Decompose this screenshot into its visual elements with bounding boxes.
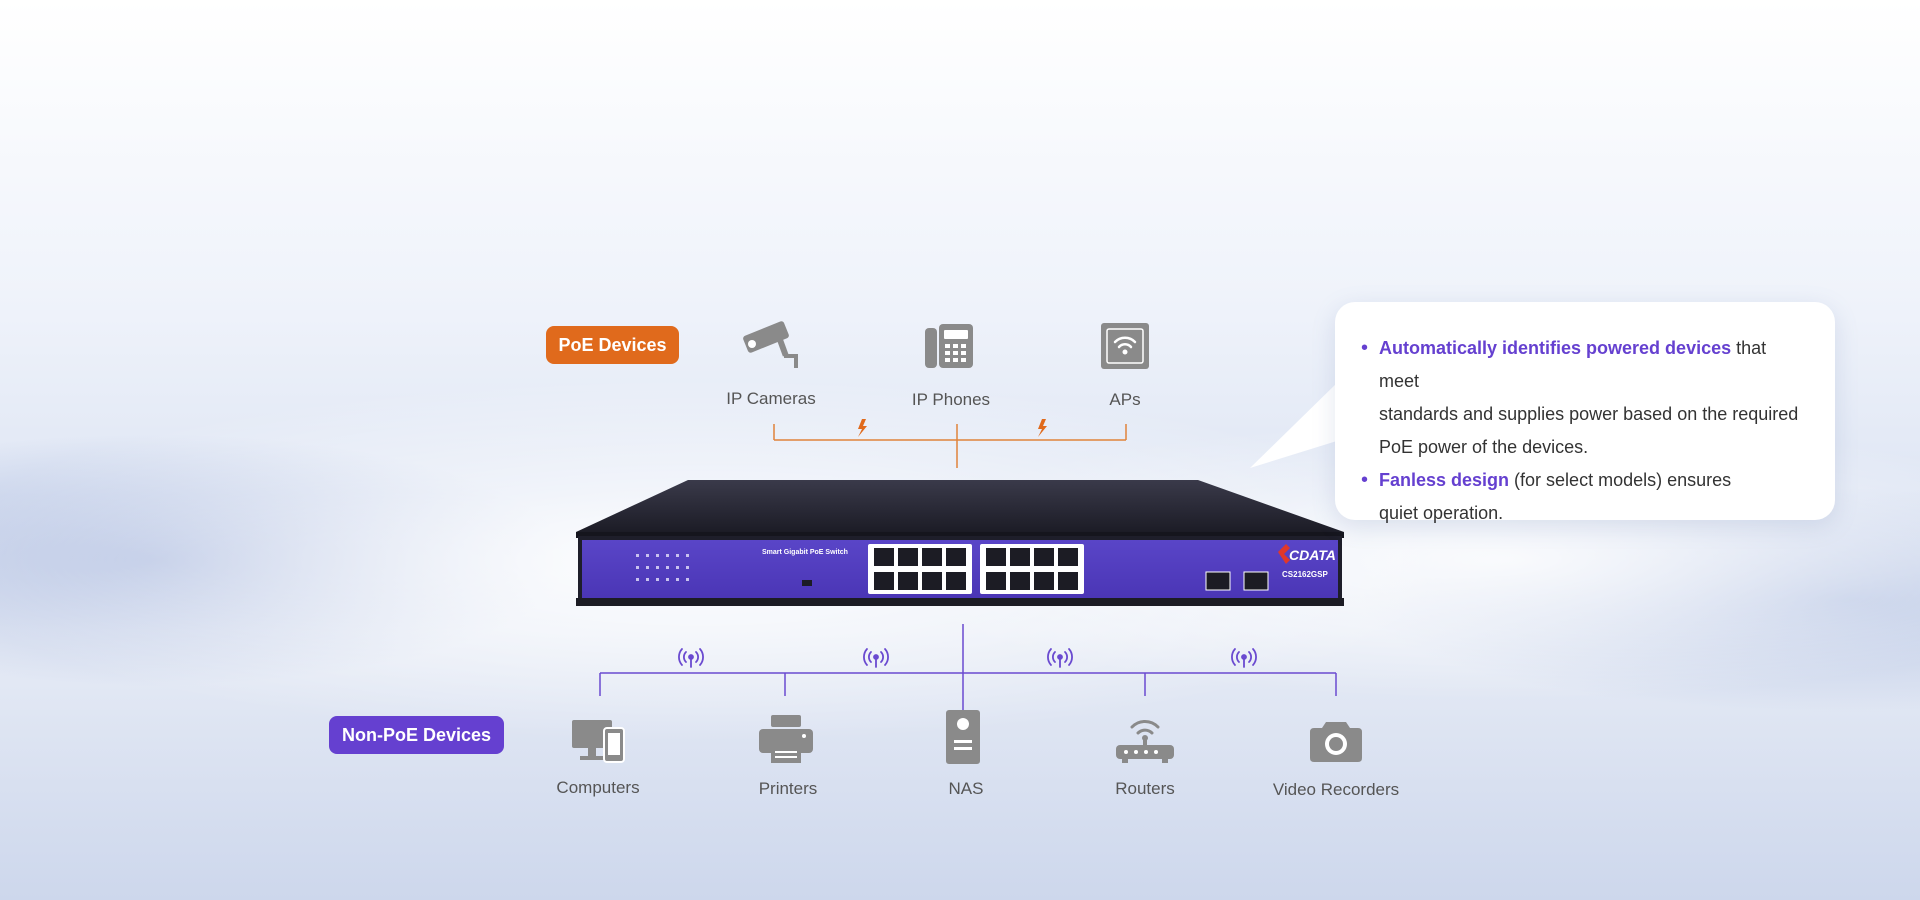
wireless-signal-icon (1047, 648, 1073, 668)
device-label-routers: Routers (1115, 779, 1175, 798)
power-bolt-icon (858, 419, 867, 437)
wireless-signal-icon (863, 648, 889, 668)
wireless-signal-icon (678, 648, 704, 668)
device-label-printers: Printers (758, 779, 818, 798)
nas-icon (946, 710, 980, 764)
poe-switch-device: Smart Gigabit PoE Switch CDATA CS2162GSP (576, 480, 1344, 606)
cdata-logo-icon (1278, 544, 1290, 564)
wifi-access-point-icon (1101, 323, 1149, 369)
computer-phone-icon (572, 720, 625, 763)
device-label-ip-cameras: IP Cameras (726, 389, 816, 408)
device-label-aps: APs (1109, 390, 1141, 409)
switch-brand: CDATA (1289, 547, 1336, 563)
non-poe-devices-tag: Non-PoE Devices (329, 716, 504, 754)
router-icon (1116, 720, 1174, 763)
wireless-signal-icon (1231, 648, 1257, 668)
device-label-nas: NAS (948, 779, 984, 798)
feature-callout: Automatically identifies powered devices… (1335, 302, 1835, 523)
desk-phone-icon (925, 324, 973, 368)
callout-pointer (1250, 380, 1340, 468)
device-label-ip-phones: IP Phones (911, 390, 991, 409)
feature-item-fanless: Fanless design (for select models) ensur… (1361, 464, 1811, 530)
device-label-computers: Computers (556, 778, 640, 797)
device-label-video-recorders: Video Recorders (1272, 780, 1400, 799)
printer-icon (759, 715, 813, 763)
feature-item-auto-detect: Automatically identifies powered devices… (1361, 332, 1811, 464)
power-bolt-icon (1038, 419, 1047, 437)
camera-icon (1310, 722, 1362, 762)
poe-devices-tag: PoE Devices (546, 326, 679, 364)
security-camera-icon (743, 321, 798, 368)
switch-model: CS2162GSP (1282, 570, 1328, 579)
switch-panel-title: Smart Gigabit PoE Switch (762, 549, 848, 556)
